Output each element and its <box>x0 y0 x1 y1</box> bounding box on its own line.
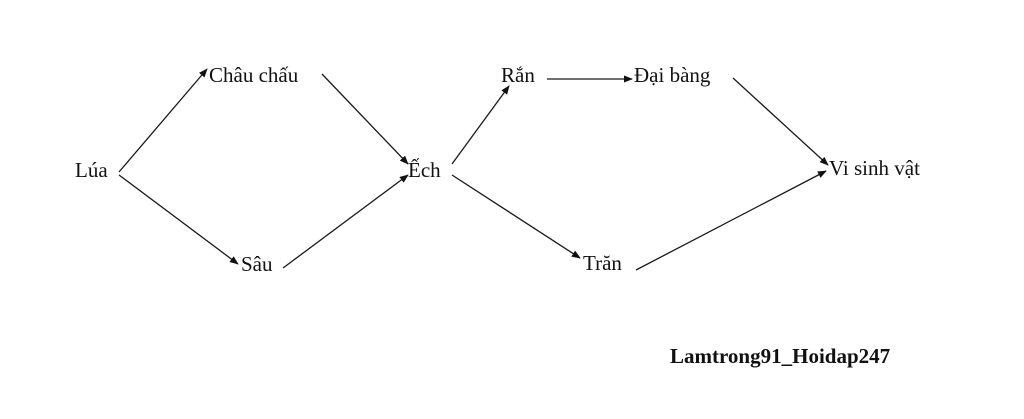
author-credit: Lamtrong91_Hoidap247 <box>670 344 890 368</box>
arrow-lua-to-chau-chau <box>118 68 208 173</box>
arrow-ech-to-ran <box>451 85 510 165</box>
arrow-sau-to-ech <box>282 174 409 269</box>
node-dai-bang: Đại bàng <box>634 63 711 87</box>
node-ech: Ếch <box>408 158 441 182</box>
node-tran: Trăn <box>583 251 622 275</box>
arrow-ech-to-tran <box>451 174 581 259</box>
arrow-dai-bang-to-vi-sinh-vat <box>732 77 829 166</box>
node-ran: Rắn <box>501 63 535 87</box>
arrow-lua-to-sau <box>118 174 239 265</box>
arrow-tran-to-vi-sinh-vat <box>635 170 827 271</box>
arrow-chau-chau-to-ech <box>321 73 409 165</box>
node-lua: Lúa <box>75 158 108 182</box>
food-web-edges <box>118 68 829 271</box>
node-vi-sinh-vat: Vi sinh vật <box>829 156 920 180</box>
node-sau: Sâu <box>241 252 273 276</box>
node-chau-chau: Châu chấu <box>209 63 299 87</box>
